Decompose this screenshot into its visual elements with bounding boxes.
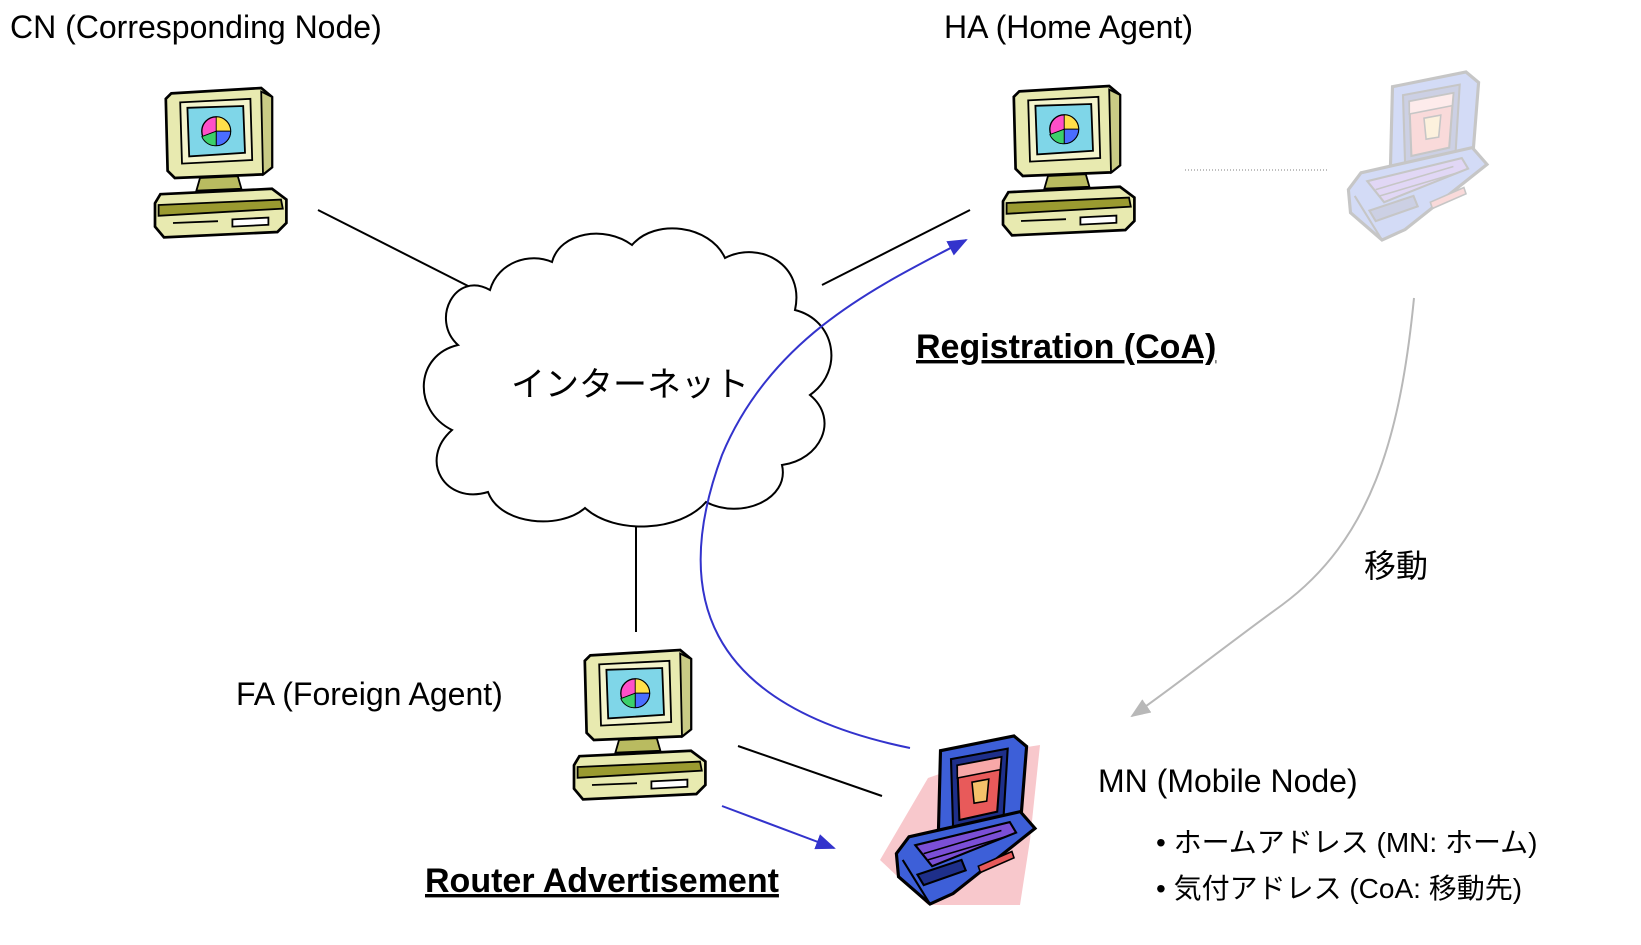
registration-arrow bbox=[699, 239, 968, 749]
movement-arrow bbox=[1130, 297, 1415, 718]
home-laptop-faded-icon bbox=[1346, 70, 1489, 242]
cn-label: CN (Corresponding Node) bbox=[10, 9, 382, 45]
ha-computer-icon bbox=[1001, 84, 1136, 237]
router-advertisement-arrow bbox=[721, 805, 836, 850]
cn-to-internet-line bbox=[317, 209, 473, 289]
mn-care-of-address-bullet: • 気付アドレス (CoA: 移動先) bbox=[1156, 873, 1522, 904]
fa-label: FA (Foreign Agent) bbox=[236, 676, 503, 712]
internet-cloud bbox=[422, 227, 833, 528]
mn-home-address-bullet: • ホームアドレス (MN: ホーム) bbox=[1156, 827, 1537, 858]
registration-label: Registration (CoA) bbox=[916, 328, 1216, 366]
fa-to-mn-line bbox=[737, 745, 883, 797]
fa-computer-icon bbox=[572, 648, 707, 801]
router-advertisement-label: Router Advertisement bbox=[425, 862, 779, 900]
internet-label: インターネット bbox=[511, 365, 749, 405]
cn-computer-icon bbox=[153, 86, 288, 239]
ha-to-internet-line bbox=[821, 209, 971, 286]
ha-label: HA (Home Agent) bbox=[944, 9, 1193, 45]
movement-label: 移動 bbox=[1364, 547, 1428, 585]
mn-label: MN (Mobile Node) bbox=[1098, 763, 1358, 799]
